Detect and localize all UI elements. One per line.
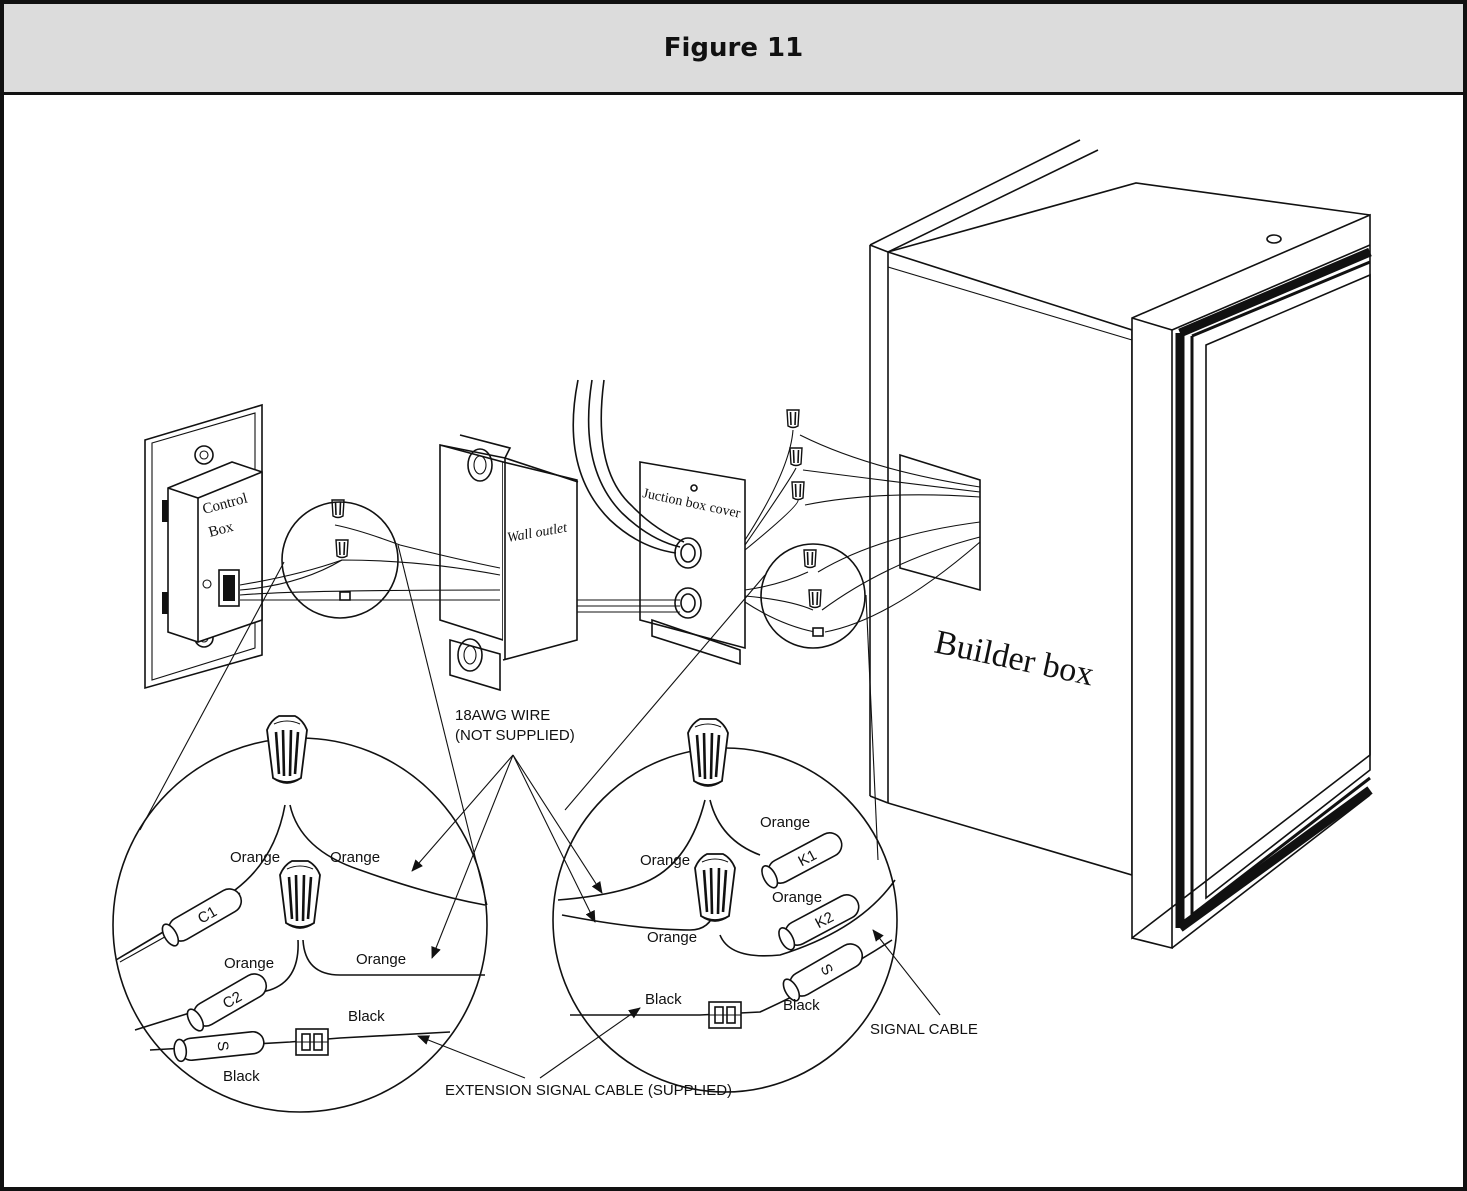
wire-nut-icon xyxy=(265,714,309,785)
left-label-black-1: Black xyxy=(348,1008,385,1025)
extension-cable-label: EXTENSION SIGNAL CABLE (SUPPLIED) xyxy=(445,1082,732,1099)
tag-s-left: S xyxy=(214,1040,232,1052)
connector-icon xyxy=(295,1028,329,1056)
wire-nut-icon xyxy=(686,717,730,788)
builder-box: Builder box xyxy=(869,139,1373,950)
connector-icon xyxy=(708,1001,742,1029)
signal-cable-callout: SIGNAL CABLE xyxy=(870,929,978,1038)
wire-callout-line2: (NOT SUPPLIED) xyxy=(455,727,575,744)
right-detail: K1 K2 S Orange Orange Orange Orange Blac… xyxy=(552,717,898,1093)
left-detail: C1 C2 S Orange Orange Orange Orange Blac… xyxy=(112,714,488,1113)
control-box: Control Box xyxy=(144,403,263,690)
right-label-black-1: Black xyxy=(645,991,682,1008)
right-label-orange-1: Orange xyxy=(760,814,810,831)
right-label-orange-4: Orange xyxy=(647,929,697,946)
tag-k1: K1 xyxy=(795,847,819,871)
left-label-orange-4: Orange xyxy=(356,951,406,968)
wall-outlet: Wall outlet xyxy=(439,434,579,692)
wire-nut-icon xyxy=(693,852,737,923)
right-magnifier-ring xyxy=(760,543,866,649)
extension-cable-callout: EXTENSION SIGNAL CABLE (SUPPLIED) xyxy=(417,1007,732,1099)
right-label-black-2: Black xyxy=(783,997,820,1014)
tag-k2: K2 xyxy=(812,909,836,933)
junction-box-cover: Juction box cover xyxy=(572,379,746,666)
control-box-label-line2: Box xyxy=(207,519,236,541)
signal-cable-label: SIGNAL CABLE xyxy=(870,1021,978,1038)
left-magnifier-ring xyxy=(281,501,399,619)
wire-callout: 18AWG WIRE (NOT SUPPLIED) xyxy=(411,707,603,959)
right-label-orange-3: Orange xyxy=(772,889,822,906)
wire-callout-line1: 18AWG WIRE xyxy=(455,707,550,724)
figure-title: Figure 11 xyxy=(663,33,804,63)
right-label-orange-2: Orange xyxy=(640,852,690,869)
builder-box-label: Builder box xyxy=(931,624,1097,694)
wire-nut-icon xyxy=(278,859,322,930)
left-label-orange-2: Orange xyxy=(330,849,380,866)
overview-wiring xyxy=(239,409,981,649)
left-label-black-2: Black xyxy=(223,1068,260,1085)
figure-header: Figure 11 xyxy=(4,4,1463,95)
left-label-orange-3: Orange xyxy=(224,955,274,972)
left-label-orange-1: Orange xyxy=(230,849,280,866)
screw-hole-icon xyxy=(1266,234,1282,244)
